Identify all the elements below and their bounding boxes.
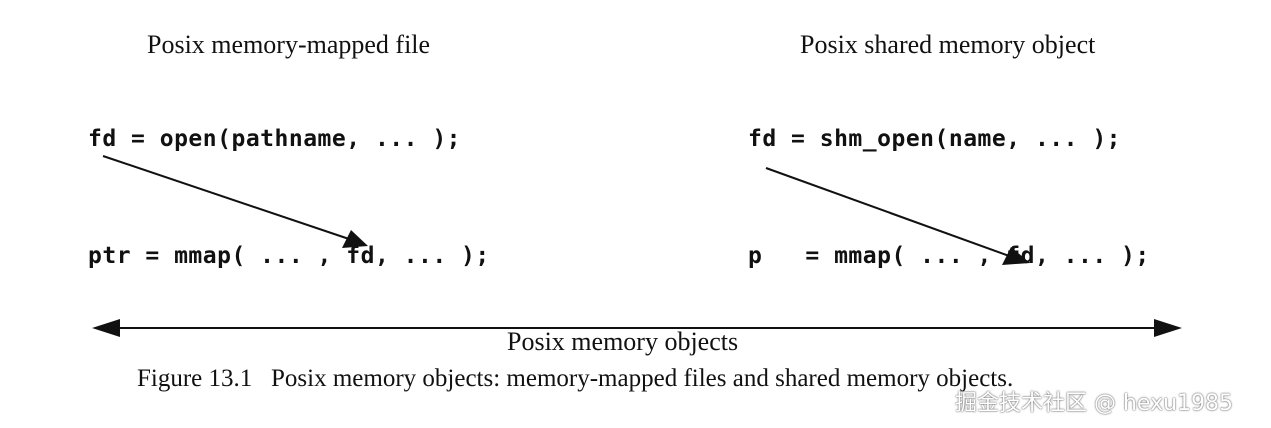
left-heading: Posix memory-mapped file [147,30,431,59]
left-mmap-call: ptr = mmap( ... , fd, ... ); [88,243,490,269]
right-mmap-call: p = mmap( ... , fd, ... ); [748,243,1150,269]
span-label: Posix memory objects [507,327,739,356]
right-shm-open-call: fd = shm_open(name, ... ); [748,126,1122,152]
right-fd-arrow [765,167,1030,265]
left-open-call: fd = open(pathname, ... ); [88,126,462,152]
watermark: 掘金技术社区 @ hexu1985 [955,391,1234,416]
figure-caption: Figure 13.1 Posix memory objects: memory… [137,365,1014,392]
span-double-arrow [92,319,1182,337]
left-fd-arrow [102,155,368,248]
right-heading: Posix shared memory object [800,30,1096,59]
